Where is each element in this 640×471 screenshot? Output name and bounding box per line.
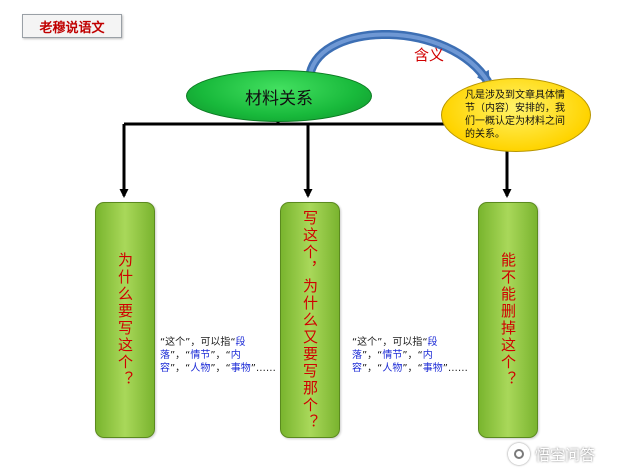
note-segment: ”，“ [402,350,423,361]
note-text-left: “这个”，可以指“段落”，“情节”，“内容”，“人物”，“事物”…… [160,336,280,375]
note-segment: ”，“ [362,363,383,374]
note-segment: ”，“ [170,350,191,361]
watermark-label: 悟空问答 [535,445,596,464]
root-label: 材料关系 [245,88,313,109]
question-box-why-write: 为什么要写这个？ [95,202,155,438]
note-term: 段落 [352,337,438,361]
note-segment: “这个”，可以指“ [160,337,236,348]
note-term: 情节 [190,350,211,361]
note-segment: ”，“ [362,350,383,361]
wukong-logo-icon [508,443,530,465]
note-segment: ”…… [250,363,276,374]
note-text-right: “这个”，可以指“段落”，“情节”，“内容”，“人物”，“事物”…… [352,336,472,375]
definition-node: 凡是涉及到文章具体情节（内容）安排的，我们一概认定为材料之间的关系。 [441,78,591,152]
note-term: 内容 [160,350,241,374]
note-segment: ”，“ [210,350,231,361]
question-text: 写这个，为什么又要写那个？ [301,209,319,431]
note-term: 情节 [382,350,403,361]
note-term: 人物 [190,363,211,374]
brand-label: 老穆说语文 [22,14,122,38]
question-text: 能不能删掉这个？ [499,252,517,388]
question-box-why-also: 写这个，为什么又要写那个？ [280,202,340,438]
note-term: 事物 [230,363,251,374]
note-segment: ”，“ [170,363,191,374]
meaning-label: 含义 [414,46,445,64]
note-term: 内容 [352,350,433,374]
question-text: 为什么要写这个？ [116,252,134,388]
note-segment: ”…… [442,363,468,374]
note-segment: ”，“ [210,363,231,374]
note-term: 段落 [160,337,246,361]
note-term: 事物 [422,363,443,374]
watermark: 悟空问答 [508,440,636,468]
root-node: 材料关系 [186,70,372,122]
note-segment: “这个”，可以指“ [352,337,428,348]
note-term: 人物 [382,363,403,374]
definition-text: 凡是涉及到文章具体情节（内容）安排的，我们一概认定为材料之间的关系。 [465,90,565,140]
question-box-can-delete: 能不能删掉这个？ [478,202,538,438]
note-segment: ”，“ [402,363,423,374]
